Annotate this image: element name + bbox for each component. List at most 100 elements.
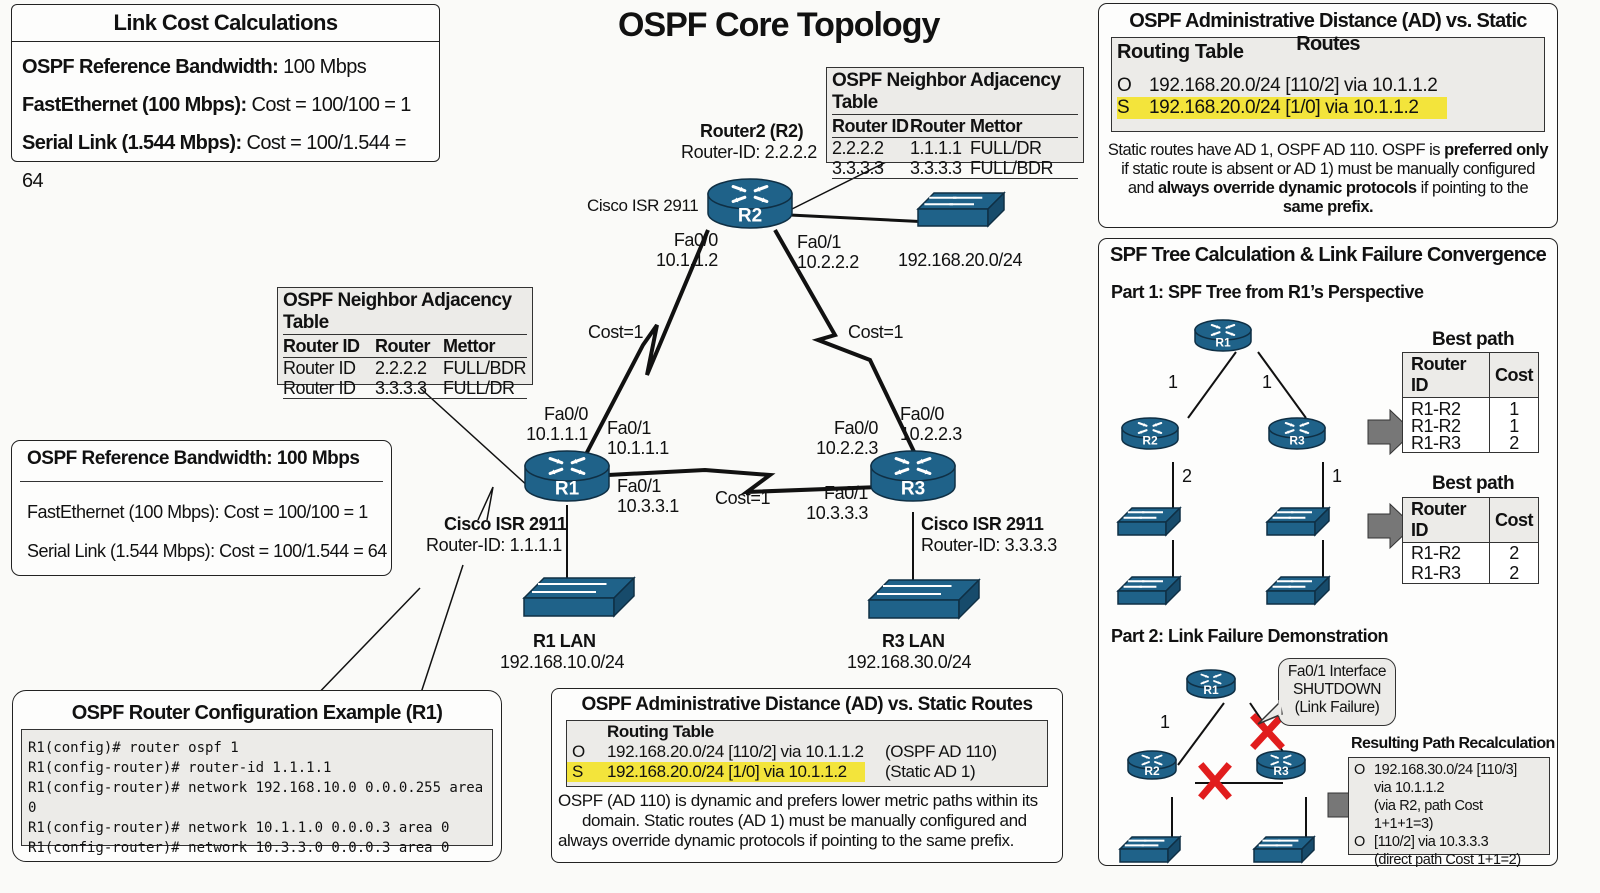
neighbor-table-title: OSPF Neighbor Adjacency Table [832,70,1078,115]
r1-lan: 192.168.10.0/24 [500,652,625,672]
recalc-line: (direct path Cost 1+1=2) [1374,852,1521,868]
ad-title: OSPF Administrative Distance (AD) vs. St… [581,694,1033,715]
r3-lan-name: R3 LAN [882,631,945,651]
col-header: Router ID [832,116,909,136]
fail-cost-r1-r2: 1 [1160,712,1170,732]
recalc-line: (via R2, path Cost 1+1+1=3) [1373,798,1483,832]
r2-model: Cisco ISR 2911 [587,196,699,215]
spf-part2-title: Part 2: Link Failure Demonstration [1111,626,1389,646]
fail-link-r1-r2 [1177,702,1225,766]
recalc-line: via 10.1.1.2 [1374,780,1445,796]
spf-part1-title: Part 1: SPF Tree from R1’s Perspective [1111,282,1424,302]
ad-panel-top: OSPF Administrative Distance (AD) vs. St… [1098,3,1558,228]
routing-table-top: Routing Table O 192.168.20.0/24 [110/2] … [1111,37,1545,132]
r3-lan: 192.168.30.0/24 [847,652,972,672]
gray-arrow-icon [1367,502,1414,550]
ad-description: Static routes have AD 1, OSPF AD 110. OS… [1107,141,1549,216]
ref-bandwidth-row: Serial Link (1.544 Mbps): Cost = 100/1.5… [27,541,387,561]
callout-tick [477,486,494,521]
spf-title: SPF Tree Calculation & Link Failure Conv… [1109,244,1547,266]
ref-bandwidth-panel: OSPF Reference Bandwidth: 100 Mbps FastE… [11,440,392,576]
cost-r1-r3: Cost=1 [715,488,771,508]
col-header: Router ID [1402,497,1490,543]
link-cost-panel: Link Cost Calculations OSPF Reference Ba… [11,4,440,192]
callout-line-r2-table [789,159,891,211]
col-header: Router ID [1402,352,1490,398]
link-cost-row: OSPF Reference Bandwidth: 100 Mbps [22,56,367,78]
link-r1-r3 [607,467,881,495]
ad-panel-bottom: OSPF Administrative Distance (AD) vs. St… [551,688,1063,863]
routing-table-title: Routing Table [607,722,714,741]
col-header: Mettor [443,336,496,356]
shutdown-callout: Fa0/1 Interface SHUTDOWN (Link Failure) [1278,658,1396,726]
col-header: Router ID [283,336,360,356]
cost-r2-r3: Cost=1 [848,322,904,342]
col-header: Mettor [970,116,1023,136]
link-cost-title: Link Cost Calculations [12,5,439,42]
route-row: O 192.168.20.0/24 [110/2] via 10.1.1.2 (… [572,742,997,761]
link-r2-r3 [773,229,920,461]
failure-x-icon [1198,762,1232,800]
link-r2-lan [789,213,931,224]
spf-cost-r3-sw: 1 [1332,466,1342,486]
config-line: R1(config-router)# network 192.168.10.0 … [28,780,484,816]
config-code-block: R1(config)# router ospf 1 R1(config-rout… [21,729,493,856]
callout-line-r1-table [419,387,531,489]
r1-lan-name: R1 LAN [533,631,596,651]
config-line: R1(config-router)# network 10.1.1.0 0.0.… [28,820,450,836]
ad-title: OSPF Administrative Distance (AD) vs. St… [1129,10,1527,55]
r2-router-id: Router-ID: 2.2.2.2 [681,142,817,162]
neighbor-table-r1: OSPF Neighbor Adjacency Table Router ID … [277,287,533,399]
route-row-highlighted: S 192.168.20.0/24 [1/0] via 10.1.1.2 [1117,97,1447,119]
link-cost-row: Serial Link (1.544 Mbps): Cost = 100/1.5… [22,132,406,192]
r3-model: Cisco ISR 2911 [921,514,1044,534]
r3-router-id: Router-ID: 3.3.3.3 [921,535,1057,555]
gray-arrow-icon [1367,408,1414,456]
route-row: O 192.168.20.0/24 [110/2] via 10.1.1.2 [1117,75,1438,96]
col-header: Cost [1495,509,1534,530]
route-row-highlighted: S 192.168.20.0/24 [1/0] via 10.1.1.2 (St… [567,762,1047,782]
spf-cost-r2-sw: 2 [1182,466,1192,486]
ref-bandwidth-row: FastEthernet (100 Mbps): Cost = 100/100 … [27,502,368,522]
config-line: R1(config)# router ospf 1 [28,740,239,756]
config-line: R1(config-router)# network 10.3.3.0 0.0.… [28,840,450,856]
neighbor-table-r2: OSPF Neighbor Adjacency Table Router ID … [826,67,1084,179]
col-header: Router [375,336,431,356]
failure-x-icon [1250,713,1285,750]
link-cost-row: FastEthernet (100 Mbps): Cost = 100/100 … [22,94,411,116]
callout-line-config-left [309,587,421,703]
page-title: OSPF Core Topology [618,6,940,44]
config-line: R1(config-router)# router-id 1.1.1.1 [28,760,332,776]
config-panel: OSPF Router Configuration Example (R1) R… [12,690,502,862]
neighbor-table-title: OSPF Neighbor Adjacency Table [283,290,527,335]
spf-link-r1-r2 [1187,351,1237,419]
cost-r1-r2: Cost=1 [588,322,644,342]
link-r1-r2 [581,229,710,461]
spf-link-r1-r3 [1257,351,1307,419]
best-path-title: Best path [1432,473,1515,494]
ad-description: OSPF (AD 110) is dynamic and prefers low… [558,791,1038,850]
r1-router-id: Router-ID: 1.1.1.1 [426,535,562,555]
recalc-line: O[110/2] via 10.3.3.3 [1354,834,1489,850]
